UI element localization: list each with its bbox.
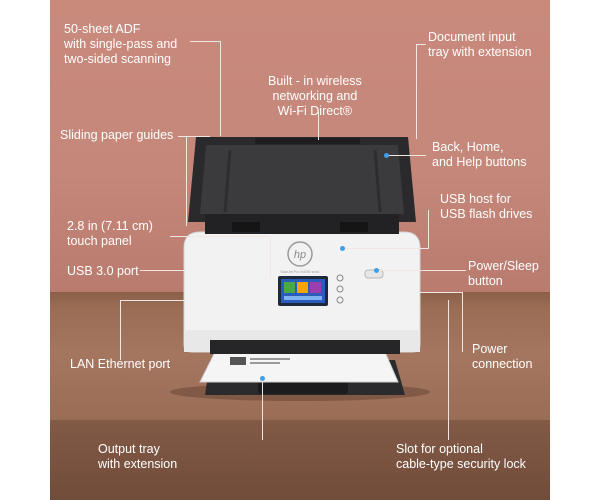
leader-power-conn-v (462, 292, 463, 352)
leader-lan-h (120, 300, 184, 301)
leader-usb3 (140, 270, 186, 271)
leader-input-h (416, 44, 426, 45)
leader-help (386, 155, 426, 156)
brand-logo: hp (294, 249, 306, 261)
leader-usbhost-h (342, 248, 428, 249)
leader-wireless (318, 112, 319, 140)
leader-lan-v (120, 300, 121, 360)
leader-touch-v (270, 236, 271, 278)
label-touch-panel: 2.8 in (7.11 cm)touch panel (67, 219, 153, 248)
leader-lock (448, 300, 449, 440)
leader-usbhost-v (428, 210, 429, 249)
leader-adf-v (220, 41, 221, 136)
leader-input-v (416, 44, 417, 139)
leader-guides-h (178, 136, 210, 137)
label-paper-guides: Sliding paper guides (60, 128, 174, 142)
desk-shadow (50, 420, 550, 500)
leader-usbhost-dot (340, 246, 345, 251)
leader-help-dot (384, 153, 389, 158)
label-help-buttons: Back, Home,and Help buttons (432, 140, 527, 169)
leader-power-btn (376, 270, 466, 271)
leader-output-dot (260, 376, 265, 381)
leader-output (262, 378, 263, 440)
label-usb3: USB 3.0 port (67, 264, 139, 278)
leader-touch-h (170, 236, 270, 237)
leader-adf-h (190, 41, 220, 42)
leader-power-btn-dot (374, 268, 379, 273)
leader-guides-v (186, 136, 187, 226)
model-text: ScanJet Pro N4000 snw1 (280, 270, 320, 274)
label-lan: LAN Ethernet port (70, 357, 171, 371)
leader-power-conn-h (420, 292, 462, 293)
